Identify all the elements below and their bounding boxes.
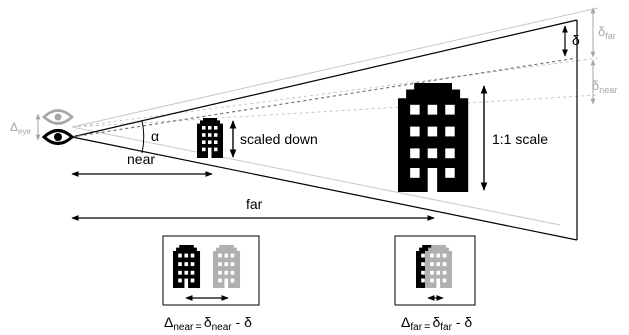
near-label: near xyxy=(127,151,155,167)
view-frustum xyxy=(71,19,578,241)
delta-far-label: δfar xyxy=(598,24,616,41)
far-label: far xyxy=(246,196,263,212)
scaled-down-building xyxy=(197,118,223,158)
delta-near-label: δnear xyxy=(592,78,617,95)
near-inset xyxy=(162,235,260,306)
delta-eye-label: Δeye xyxy=(10,120,31,136)
far-inset xyxy=(394,235,476,306)
shifted-eye-icon xyxy=(42,109,74,125)
near-formula: Δnear=δnear - δ xyxy=(164,314,252,333)
scaled-down-label: scaled down xyxy=(240,131,318,147)
near-inset-black-building xyxy=(173,245,201,288)
near-inset-grey-building xyxy=(213,245,241,288)
delta-label: δ xyxy=(572,32,580,48)
eye-icon xyxy=(41,129,75,145)
angle-label: α xyxy=(151,128,159,144)
full-scale-building xyxy=(398,83,469,192)
far-formula: Δfar=δfar - δ xyxy=(401,314,472,333)
one-to-one-label: 1:1 scale xyxy=(492,131,548,147)
far-inset-grey-building xyxy=(425,245,453,288)
shifted-view-frustum xyxy=(71,7,599,226)
angle-arc xyxy=(141,120,145,154)
